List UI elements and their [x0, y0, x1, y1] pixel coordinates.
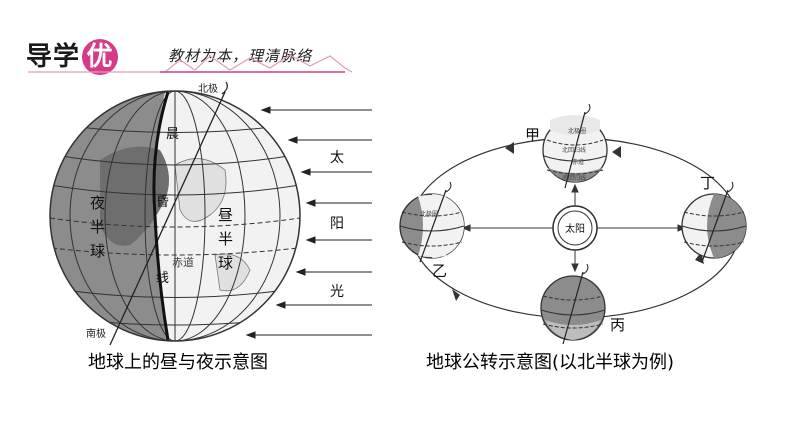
earth-position-jia: 北极圈 北回归线 赤道 南回归线 — [542, 103, 608, 189]
right-caption: 地球公转示意图(以北半球为例) — [426, 352, 674, 373]
south-pole-label: 南极 — [86, 327, 106, 340]
night-char-3: 球 — [90, 242, 105, 260]
globe-surface — [50, 91, 300, 341]
jia-arctic-circle-label: 北极圈 — [568, 127, 586, 135]
section-subtitle: 教材为本，理清脉络 — [168, 47, 313, 65]
yi-arctic-circle-label: 北极圈 — [420, 210, 438, 218]
sun-label: 太阳 — [565, 222, 585, 235]
terminator-char-3: 线 — [156, 271, 169, 286]
jia-tropic-label: 北回归线 — [562, 146, 586, 154]
day-char-2: 半 — [218, 230, 233, 248]
position-label-ding: 丁 — [700, 174, 715, 192]
jia-capricorn-label: 南回归线 — [562, 174, 586, 182]
night-char-1: 夜 — [90, 194, 105, 212]
equator-label: 赤道 — [172, 255, 194, 269]
earth-position-bing — [540, 263, 606, 345]
north-pole-label: 北极 — [198, 82, 218, 95]
sun-rays — [461, 183, 687, 273]
terminator-char-2: 昏 — [156, 195, 169, 210]
terminator-char-1: 晨 — [166, 127, 179, 142]
day-char-3: 球 — [218, 254, 233, 272]
left-caption: 地球上的昼与夜示意图 — [88, 352, 268, 373]
position-label-jia: 甲 — [525, 126, 540, 144]
rotation-arrow-icon — [221, 81, 228, 95]
sun-inner — [557, 210, 593, 246]
position-label-yi: 乙 — [432, 262, 447, 280]
terminator-line — [152, 91, 170, 341]
day-char-1: 昼 — [218, 206, 233, 224]
sunlight-char-1: 太 — [330, 150, 344, 166]
jia-equator-label: 赤道 — [572, 158, 584, 166]
section-title: 导学优 — [26, 36, 119, 75]
sunlight-char-3: 光 — [330, 284, 344, 300]
section-title-main: 导学 — [26, 42, 81, 72]
sunlight-char-2: 阳 — [330, 216, 344, 232]
earth-axis — [109, 91, 226, 346]
earth-position-yi: 北极圈 — [399, 181, 465, 263]
globe-outline — [49, 90, 301, 342]
position-label-bing: 丙 — [610, 316, 625, 334]
night-char-2: 半 — [90, 218, 105, 236]
section-title-highlight: 优 — [82, 39, 119, 75]
sunlight-arrows — [245, 106, 372, 339]
earth-position-ding — [681, 181, 747, 263]
